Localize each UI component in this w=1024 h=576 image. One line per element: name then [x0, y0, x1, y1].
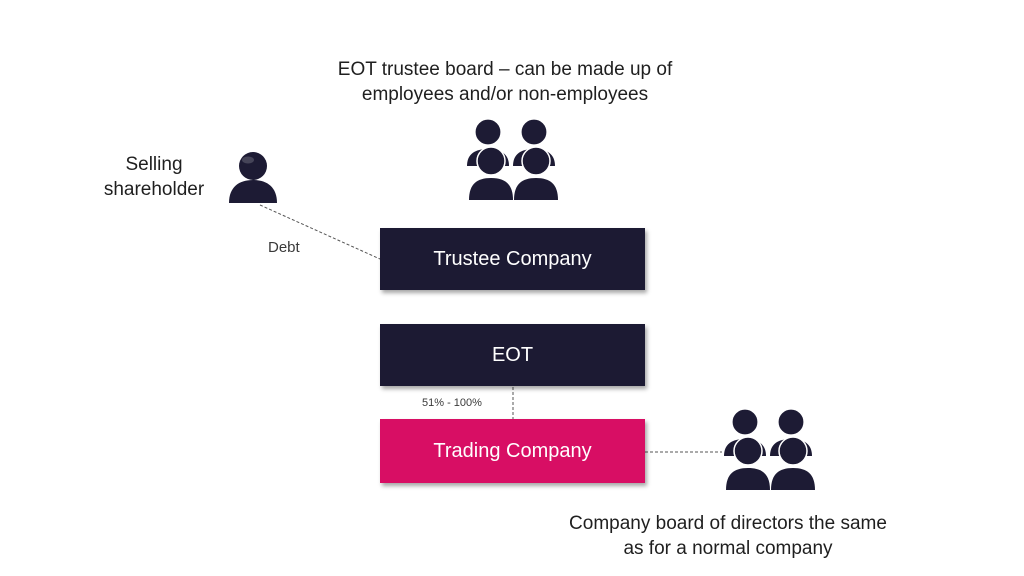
eot-label: EOT — [491, 343, 534, 366]
trustee-company-label: Trustee Company — [433, 247, 592, 270]
directors-caption: Company board of directors the same as f… — [569, 513, 887, 559]
debt-label: Debt — [268, 239, 300, 256]
selling-shareholder-person-icon — [226, 150, 280, 206]
trustee-board-people-group-icon — [465, 116, 560, 202]
selling-shareholder-caption: Selling shareholder — [103, 154, 205, 200]
debt-connector — [259, 204, 381, 260]
trustee-company-box: Trustee Company — [380, 228, 645, 290]
ownership-range-label: 51% - 100% — [422, 397, 482, 409]
directors-people-group-icon — [722, 406, 817, 492]
eot-box: EOT — [380, 324, 645, 386]
trading-company-label: Trading Company — [433, 439, 592, 462]
trustee-board-caption: EOT trustee board – can be made up of em… — [337, 59, 673, 105]
trading-company-box: Trading Company — [380, 419, 645, 483]
